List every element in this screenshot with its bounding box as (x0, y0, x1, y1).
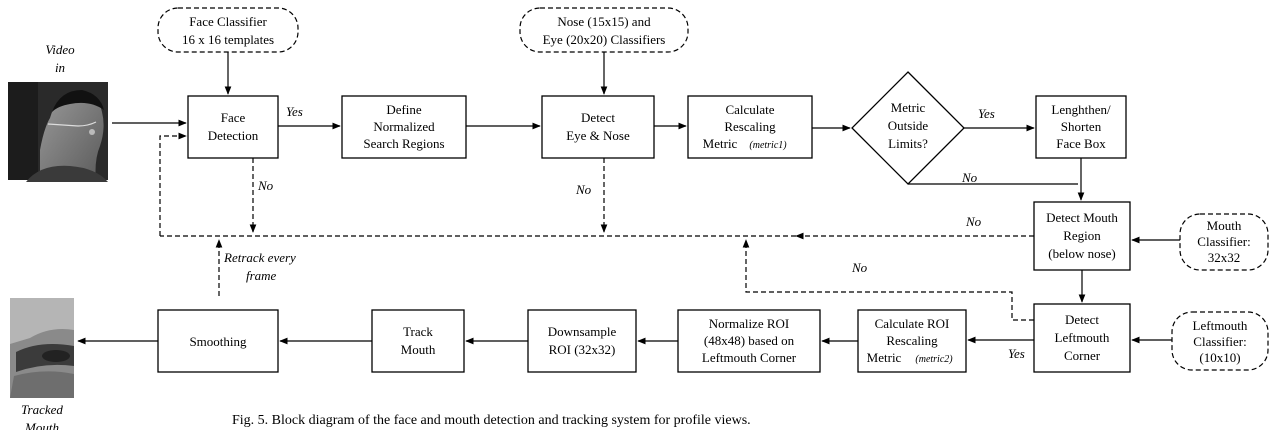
svg-text:(10x10): (10x10) (1199, 350, 1240, 365)
metric-decision-diamond: Metric Outside Limits? (851, 71, 965, 185)
svg-text:32x32: 32x32 (1208, 250, 1241, 265)
label-no-face: No (257, 178, 274, 193)
svg-text:Face Box: Face Box (1056, 136, 1106, 151)
face-classifier-box: Face Classifier 16 x 16 templates (157, 7, 299, 53)
svg-text:Nose (15x15) and: Nose (15x15) and (557, 14, 651, 29)
feedback-arrows (159, 132, 1034, 321)
detect-leftmouth-box: Detect Leftmouth Corner (1033, 303, 1131, 373)
svg-text:16 x 16 templates: 16 x 16 templates (182, 32, 274, 47)
face-detection-box: Face Detection (187, 95, 279, 159)
svg-text:Region: Region (1063, 228, 1101, 243)
svg-text:Eye (20x20) Classifiers: Eye (20x20) Classifiers (543, 32, 666, 47)
svg-text:Tracked: Tracked (21, 402, 63, 417)
downsample-box: Downsample ROI (32x32) (527, 309, 637, 373)
define-regions-box: Define Normalized Search Regions (341, 95, 467, 159)
tracked-mouth-label: Tracked Mouth (21, 402, 63, 430)
svg-text:Leftmouth: Leftmouth (1055, 330, 1110, 345)
svg-text:Metric: Metric (703, 136, 738, 151)
svg-text:Mouth: Mouth (401, 342, 436, 357)
nose-eye-classifier-box: Nose (15x15) and Eye (20x20) Classifiers (519, 7, 689, 53)
svg-text:Calculate: Calculate (725, 102, 774, 117)
svg-text:Shorten: Shorten (1061, 119, 1102, 134)
lengthen-box: Lenghthen/ Shorten Face Box (1035, 95, 1127, 159)
label-no-mouth: No (965, 214, 982, 229)
svg-text:Retrack every: Retrack every (223, 250, 296, 265)
tracked-mouth-image (10, 298, 74, 398)
svg-text:Downsample: Downsample (548, 324, 617, 339)
svg-text:Normalized: Normalized (373, 119, 435, 134)
svg-text:(48x48) based on: (48x48) based on (704, 333, 795, 348)
video-input-image (8, 82, 108, 182)
svg-text:Metric: Metric (867, 350, 902, 365)
svg-text:Normalize ROI: Normalize ROI (709, 316, 790, 331)
svg-text:Face Classifier: Face Classifier (189, 14, 267, 29)
label-no-metric: No (961, 170, 978, 185)
svg-text:Detection: Detection (208, 128, 259, 143)
svg-text:frame: frame (246, 268, 277, 283)
mouth-classifier-box: Mouth Classifier: 32x32 (1179, 213, 1269, 271)
detect-mouth-box: Detect Mouth Region (below nose) (1033, 201, 1131, 271)
svg-text:Detect: Detect (581, 110, 615, 125)
svg-text:Mouth: Mouth (24, 420, 59, 430)
svg-text:Smoothing: Smoothing (189, 334, 247, 349)
svg-text:in: in (55, 60, 65, 75)
calc-rescaling-box: Calculate Rescaling Metric (metric1) (687, 95, 813, 159)
svg-text:(metric2): (metric2) (915, 354, 953, 365)
svg-text:Search Regions: Search Regions (363, 136, 444, 151)
svg-text:(below nose): (below nose) (1048, 246, 1116, 261)
svg-text:Limits?: Limits? (888, 136, 928, 151)
svg-text:Detect Mouth: Detect Mouth (1046, 210, 1118, 225)
svg-text:Face: Face (221, 110, 246, 125)
svg-text:Mouth: Mouth (1207, 218, 1242, 233)
label-no-eye: No (575, 182, 592, 197)
svg-text:Leftmouth: Leftmouth (1193, 318, 1248, 333)
svg-text:Classifier:: Classifier: (1193, 334, 1246, 349)
label-no-leftmouth: No (851, 260, 868, 275)
flow-arrows (77, 52, 1180, 345)
figure-caption: Fig. 5. Block diagram of the face and mo… (232, 413, 751, 428)
svg-text:Eye & Nose: Eye & Nose (566, 128, 630, 143)
svg-text:Leftmouth Corner: Leftmouth Corner (702, 350, 797, 365)
smoothing-box: Smoothing (157, 309, 279, 373)
label-retrack: Retrack every frame (223, 250, 296, 283)
svg-text:Track: Track (403, 324, 433, 339)
svg-text:Rescaling: Rescaling (724, 119, 776, 134)
svg-text:Corner: Corner (1064, 348, 1101, 363)
svg-text:Lenghthen/: Lenghthen/ (1051, 102, 1111, 117)
svg-text:Outside: Outside (888, 118, 929, 133)
label-yes-metric: Yes (978, 106, 995, 121)
label-yes-leftmouth: Yes (1008, 346, 1025, 361)
svg-text:Calculate ROI: Calculate ROI (875, 316, 950, 331)
svg-text:Metric: Metric (891, 100, 926, 115)
svg-text:Detect: Detect (1065, 312, 1099, 327)
detect-eye-nose-box: Detect Eye & Nose (541, 95, 655, 159)
video-in-label: Video in (45, 42, 75, 75)
svg-text:Video: Video (45, 42, 75, 57)
svg-text:ROI (32x32): ROI (32x32) (549, 342, 616, 357)
normalize-roi-box: Normalize ROI (48x48) based on Leftmouth… (677, 309, 821, 373)
label-yes-face: Yes (286, 104, 303, 119)
leftmouth-classifier-box: Leftmouth Classifier: (10x10) (1171, 311, 1269, 371)
svg-text:Rescaling: Rescaling (886, 333, 938, 348)
svg-text:Define: Define (386, 102, 422, 117)
svg-text:Classifier:: Classifier: (1197, 234, 1250, 249)
svg-text:(metric1): (metric1) (749, 140, 787, 151)
track-mouth-box: Track Mouth (371, 309, 465, 373)
calc-roi-box: Calculate ROI Rescaling Metric (metric2) (857, 309, 967, 373)
